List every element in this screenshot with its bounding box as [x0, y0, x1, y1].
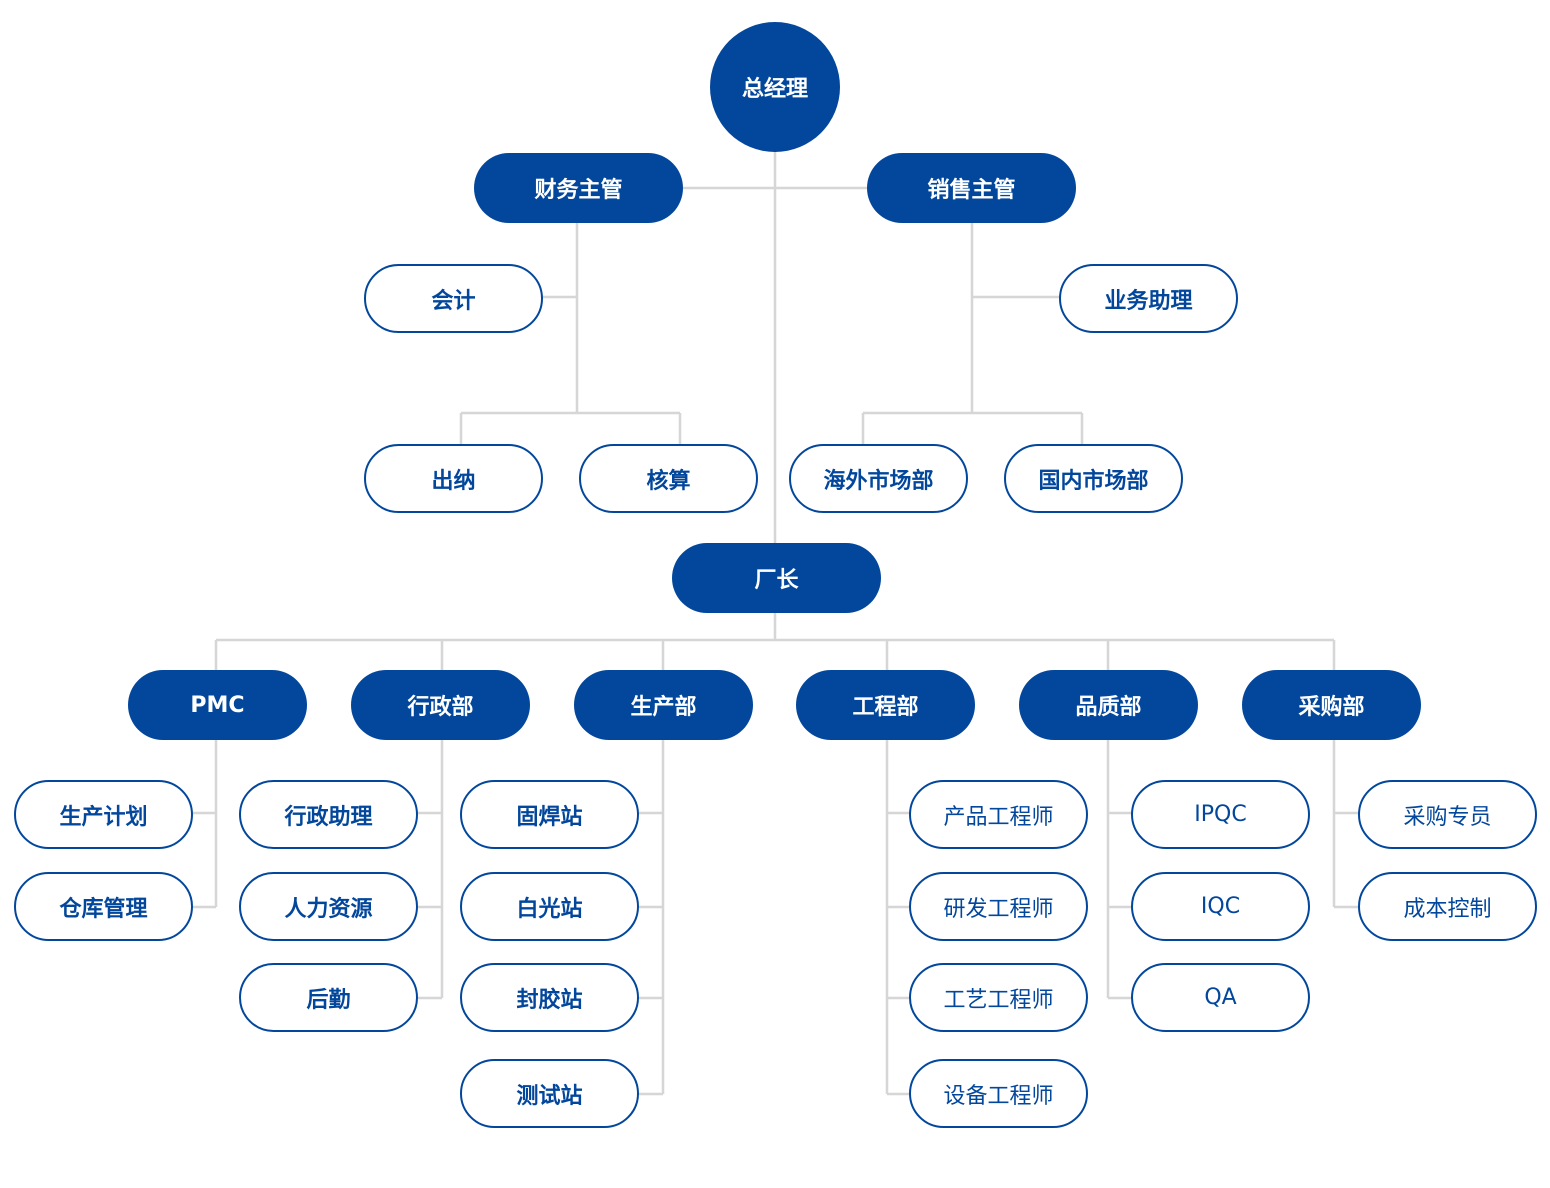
node-dept-pmc[interactable]: PMC [128, 670, 307, 740]
node-accountant[interactable]: 会计 [364, 264, 543, 333]
node-dept-production[interactable]: 生产部 [574, 670, 753, 740]
node-warehouse[interactable]: 仓库管理 [14, 872, 193, 941]
connector-departments [214, 638, 1336, 671]
node-encapsulation-station[interactable]: 封胶站 [460, 963, 639, 1032]
node-iqc[interactable]: IQC [1131, 872, 1310, 941]
node-cashier[interactable]: 出纳 [364, 444, 543, 513]
node-rd-engineer[interactable]: 研发工程师 [909, 872, 1088, 941]
connector-finance [459, 222, 682, 445]
node-overseas-market[interactable]: 海外市场部 [789, 444, 968, 513]
node-dept-engineering[interactable]: 工程部 [796, 670, 975, 740]
node-dept-purchasing[interactable]: 采购部 [1242, 670, 1421, 740]
node-test-station[interactable]: 测试站 [460, 1059, 639, 1128]
node-cost-control[interactable]: 成本控制 [1358, 872, 1537, 941]
node-general-manager[interactable]: 总经理 [710, 22, 840, 152]
node-die-bond-station[interactable]: 固焊站 [460, 780, 639, 849]
node-process-engineer[interactable]: 工艺工程师 [909, 963, 1088, 1032]
node-dept-quality[interactable]: 品质部 [1019, 670, 1198, 740]
connector-sales [861, 222, 1084, 445]
connector-engineering [885, 738, 911, 1096]
node-equipment-engineer[interactable]: 设备工程师 [909, 1059, 1088, 1128]
node-sales-head[interactable]: 销售主管 [867, 153, 1076, 223]
connector-purchasing [1332, 738, 1360, 909]
node-dept-admin[interactable]: 行政部 [351, 670, 530, 740]
connector-quality [1106, 738, 1133, 1000]
node-sales-assistant[interactable]: 业务助理 [1059, 264, 1238, 333]
connector-admin [417, 738, 444, 1000]
node-admin-assistant[interactable]: 行政助理 [239, 780, 418, 849]
node-auditor[interactable]: 核算 [579, 444, 758, 513]
node-white-light-station[interactable]: 白光站 [460, 872, 639, 941]
node-ipqc[interactable]: IPQC [1131, 780, 1310, 849]
node-hr[interactable]: 人力资源 [239, 872, 418, 941]
connector-production [638, 738, 665, 1096]
node-product-engineer[interactable]: 产品工程师 [909, 780, 1088, 849]
node-purchasing-specialist[interactable]: 采购专员 [1358, 780, 1537, 849]
node-domestic-market[interactable]: 国内市场部 [1004, 444, 1183, 513]
node-qa[interactable]: QA [1131, 963, 1310, 1032]
node-logistics[interactable]: 后勤 [239, 963, 418, 1032]
connector-pmc [192, 738, 218, 909]
node-factory-director[interactable]: 厂长 [672, 543, 881, 613]
node-production-plan[interactable]: 生产计划 [14, 780, 193, 849]
node-finance-head[interactable]: 财务主管 [474, 153, 683, 223]
